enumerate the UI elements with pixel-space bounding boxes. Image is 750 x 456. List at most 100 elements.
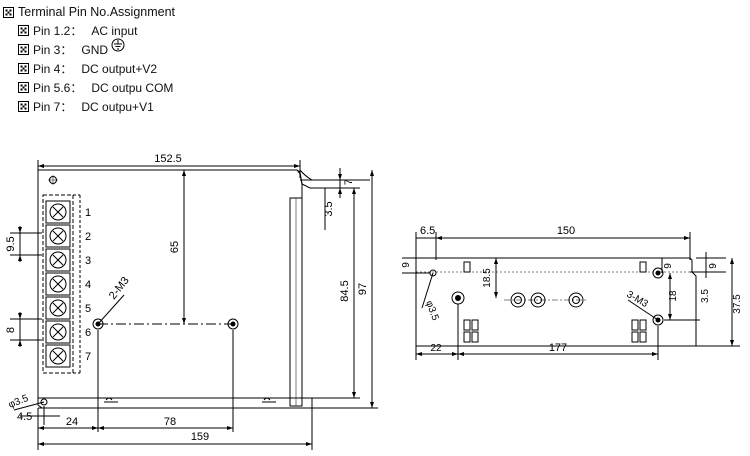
dim-side-right-span: 18 (664, 273, 700, 321)
legend-item: Pin 7： DC outpu+V1 (18, 97, 303, 116)
mount-screw-left (92, 318, 104, 330)
hole-dia-label-front: φ3.5 (7, 393, 30, 411)
top-lip (296, 169, 341, 189)
side-plate-outline (415, 257, 697, 347)
mount-screw-right (227, 318, 239, 330)
dim-side-right-top-a: 9 (661, 258, 674, 273)
terminal-screw-icon (45, 344, 71, 368)
bullet-icon (18, 82, 29, 93)
dim-side-right-lip-label: 3.5 (700, 289, 711, 303)
pin-number: 3 (85, 255, 91, 267)
pin-number: 2 (85, 231, 91, 243)
dim-top-clearance-label: 7 (343, 179, 355, 185)
dim-left-offset: 24 (38, 416, 98, 430)
ground-icon (111, 38, 125, 55)
pin-value: DC outpu+V1 (81, 99, 154, 114)
pin-number: 4 (85, 279, 91, 291)
dim-hole-spacing-label: 78 (164, 416, 176, 428)
bullet-icon (18, 44, 29, 55)
pin-label: Pin 1.2： (33, 24, 83, 38)
legend-item: Pin 1.2： AC input (18, 21, 303, 40)
bullet-icon (18, 25, 29, 36)
pin-value: DC output+V2 (81, 61, 158, 76)
terminal-screw-icon (45, 296, 71, 320)
edge-offset-label: 4.5 (17, 411, 32, 423)
dim-height-inner-label: 84.5 (339, 280, 351, 301)
dim-height-inner: 84.5 (312, 188, 360, 399)
terminal-screws (45, 200, 71, 368)
dim-side-inner-height-label: 18.5 (482, 268, 493, 288)
dim-side-right-total-label: 37.5 (732, 294, 743, 314)
dim-center-height-label: 65 (169, 241, 181, 253)
side-view-drawing: 150 6.5 φ3.5 9 18.5 (401, 225, 743, 360)
pin-label: Pin 3： (33, 43, 73, 57)
pin-number: 7 (85, 351, 91, 363)
dim-center-height: 65 (169, 170, 186, 324)
pin-value: GND (81, 42, 109, 57)
dim-top-width: 152.5 (37, 153, 301, 178)
pin-number-labels: 1 2 3 4 5 6 7 (85, 207, 91, 363)
terminal-screw-icon (45, 224, 71, 248)
dim-side-bottom-left-label: 22 (430, 343, 442, 354)
dim-side-right-top-b-label: 9 (708, 263, 719, 269)
pin-label: Pin 4： (33, 62, 73, 76)
dim-side-bottom-span-label: 177 (549, 342, 567, 354)
screw-label-side: 3-M3 (625, 289, 651, 310)
legend-title-row: Terminal Pin No.Assignment (3, 3, 303, 21)
legend-title: Terminal Pin No.Assignment (18, 5, 176, 19)
pin-assignment-legend: Terminal Pin No.Assignment Pin 1.2： AC in… (3, 3, 303, 116)
dim-side-right-top-b: 9 (690, 252, 726, 278)
dim-hole-spacing: 78 (98, 416, 233, 430)
dim-side-right-total: 37.5 (696, 258, 743, 347)
dim-side-left-offset-label: 6.5 (420, 225, 435, 237)
dim-height-total-label: 97 (357, 283, 369, 295)
pin-number: 5 (85, 303, 91, 315)
dim-top-lip-label: 3.5 (323, 201, 335, 216)
dim-height-total: 97 (312, 170, 378, 409)
terminal-screw-icon (45, 248, 71, 272)
dim-pin-pitch-label: 9.5 (5, 236, 17, 251)
dim-side-left-offset: 6.5 (415, 225, 436, 260)
terminal-screw-icon (45, 200, 71, 224)
pin-value: DC outpu COM (91, 80, 174, 95)
dim-pin-height: 8 (5, 312, 42, 347)
side-screw-left (451, 291, 465, 305)
front-plate-outline (37, 169, 313, 409)
dim-pin-pitch: 9.5 (5, 226, 42, 262)
pin-value: AC input (91, 23, 138, 38)
dim-bottom-width-label: 159 (191, 431, 209, 443)
dim-left-offset-label: 24 (66, 416, 78, 428)
screw-label-front: 2-M3 (107, 275, 132, 302)
bullet-icon (18, 101, 29, 112)
side-screws-right (652, 267, 664, 326)
dim-side-right-span-label: 18 (668, 290, 679, 302)
dim-top-clearance: 7 (338, 168, 355, 198)
legend-item: Pin 4： DC output+V2 (18, 59, 303, 78)
side-component-holes (504, 292, 588, 308)
terminal-block (42, 194, 81, 374)
dim-bottom-width: 159 (38, 408, 313, 450)
dim-side-length: 150 (435, 225, 691, 260)
bottom-left-hole (40, 398, 48, 406)
dim-side-left-top-label: 9 (401, 262, 412, 268)
terminal-screw-icon (45, 320, 71, 344)
legend-item: Pin 5.6： DC outpu COM (18, 78, 303, 97)
dim-side-left-top: 9 (401, 257, 430, 274)
dim-top-lip: 3.5 (323, 188, 335, 230)
dim-side-bottom-left: 22 (416, 343, 458, 356)
pin-number: 6 (85, 327, 91, 339)
front-view-drawing: 152.5 1 2 3 4 5 6 7 9.5 8 (5, 153, 378, 450)
bullet-icon (3, 6, 14, 18)
dim-side-inner-height: 18.5 (482, 258, 498, 298)
side-hole-dia-label: φ3.5 (423, 299, 440, 322)
dim-side-bottom-span: 177 (458, 342, 658, 356)
pin-label: Pin 7： (33, 100, 73, 114)
bullet-icon (18, 63, 29, 74)
legend-item: Pin 3： GND (18, 38, 303, 59)
pin-number: 1 (85, 207, 91, 219)
pin-label: Pin 5.6： (33, 81, 83, 95)
dim-side-right-top-a-label: 9 (663, 263, 674, 269)
dim-top-width-label: 152.5 (154, 153, 182, 165)
dim-side-length-label: 150 (557, 225, 575, 237)
dim-side-right-lip: 3.5 (695, 276, 711, 310)
